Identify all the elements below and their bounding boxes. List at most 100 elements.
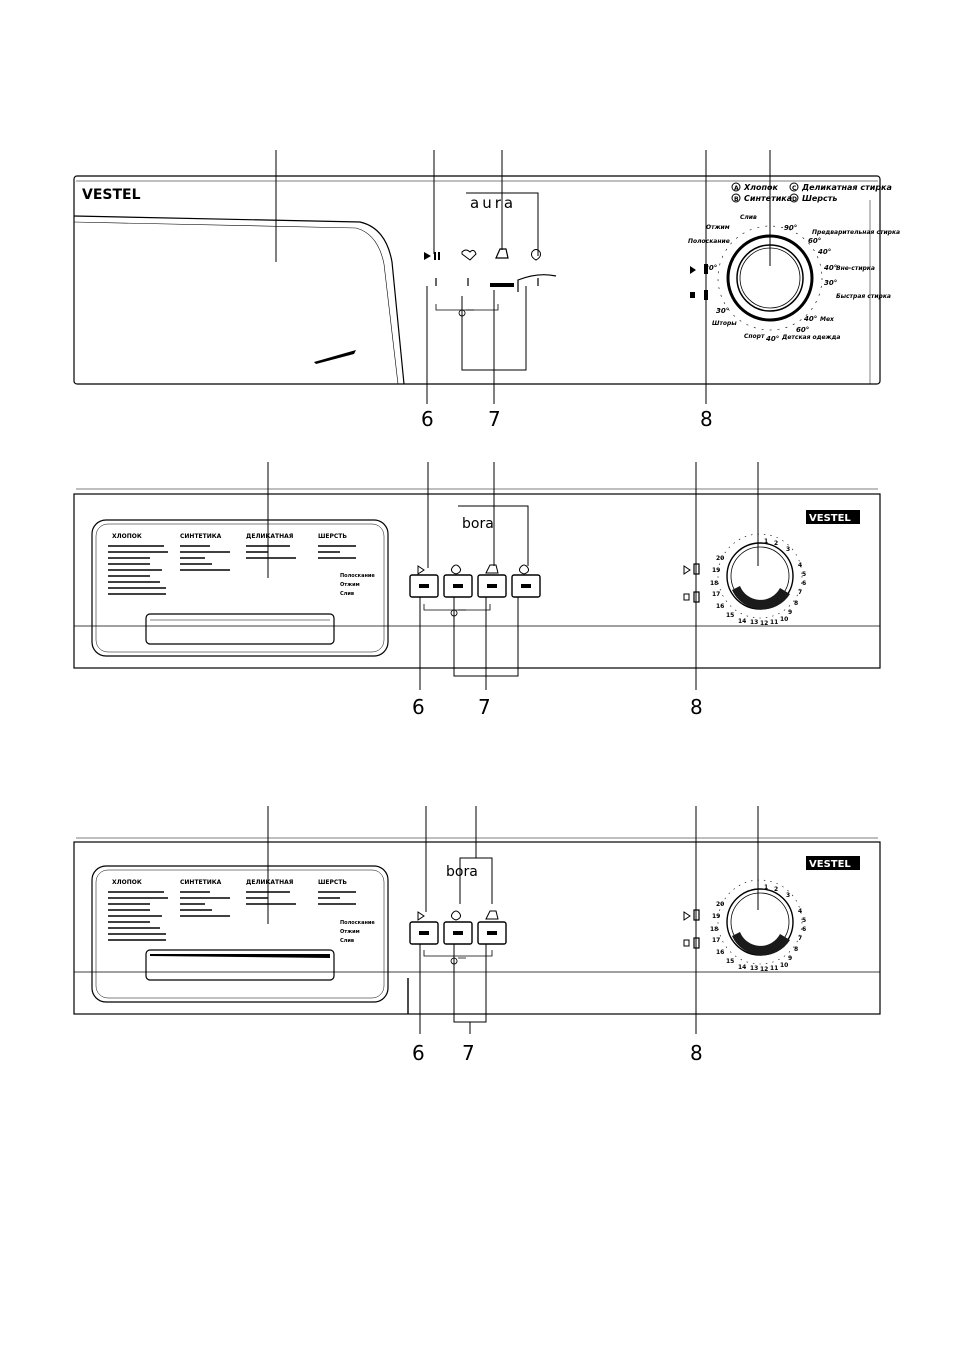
svg-text:30°: 30°: [824, 279, 837, 287]
option-button[interactable]: [477, 921, 507, 945]
indicator-lamp: [693, 563, 700, 575]
svg-text:Быстрая стирка: Быстрая стирка: [836, 293, 891, 300]
svg-text:ДЕЛИКАТНАЯ: ДЕЛИКАТНАЯ: [246, 533, 294, 540]
svg-text:18: 18: [710, 580, 718, 587]
panel-frame: [73, 493, 881, 669]
callout-6: 6: [421, 407, 434, 431]
svg-text:Хлопок: Хлопок: [743, 183, 779, 192]
svg-text:15: 15: [726, 958, 734, 965]
panel-bora-3: ХЛОПОК СИНТЕТИКА ДЕЛИКАТНАЯ ШЕРСТЬ Полос…: [73, 806, 881, 1065]
svg-text:Отжим: Отжим: [340, 929, 360, 935]
svg-text:Мех: Мех: [820, 316, 835, 323]
svg-text:3: 3: [786, 892, 790, 899]
svg-text:9: 9: [788, 609, 792, 616]
svg-text:СИНТЕТИКА: СИНТЕТИКА: [180, 533, 222, 540]
start-indicator-icon: [683, 565, 691, 575]
drawer-handle-shade: [150, 954, 330, 958]
svg-text:ДЕЛИКАТНАЯ: ДЕЛИКАТНАЯ: [246, 879, 294, 886]
indicator-lamp: [693, 591, 700, 603]
key-icon: [450, 957, 466, 965]
iron-icon: [485, 564, 499, 574]
drawer-handle[interactable]: [145, 613, 335, 645]
svg-text:16: 16: [716, 603, 724, 610]
svg-text:Предварительная стирка: Предварительная стирка: [812, 229, 900, 236]
option-button[interactable]: [443, 574, 473, 598]
svg-text:Шторы: Шторы: [712, 320, 737, 327]
start-pause-button[interactable]: [409, 921, 439, 945]
svg-text:4: 4: [798, 908, 802, 915]
program-dial[interactable]: [717, 225, 823, 331]
svg-text:Полоскание: Полоскание: [688, 238, 730, 245]
indicator-lamp: [704, 264, 708, 274]
drawer-handle[interactable]: [145, 949, 335, 981]
svg-text:ХЛОПОК: ХЛОПОК: [112, 533, 142, 540]
svg-text:40°: 40°: [766, 335, 779, 343]
display-indicator: [517, 274, 557, 292]
svg-text:Синтетика: Синтетика: [744, 194, 792, 203]
key-icon: [458, 309, 474, 317]
svg-text:15: 15: [726, 612, 734, 619]
svg-text:40°: 40°: [824, 264, 837, 272]
svg-text:19: 19: [712, 567, 720, 574]
svg-text:20: 20: [716, 901, 724, 908]
dial-numbers: 1 2 3 4 5 6 7 8 9 10 11 12 13 14 15 16 1…: [710, 884, 806, 973]
svg-text:9: 9: [788, 955, 792, 962]
start-pause-icon: [417, 565, 425, 575]
svg-text:60°: 60°: [808, 237, 821, 245]
program-table: ХЛОПОК СИНТЕТИКА ДЕЛИКАТНАЯ ШЕРСТЬ: [112, 533, 347, 540]
svg-text:11: 11: [770, 965, 778, 972]
prewash-icon: [531, 249, 541, 261]
option-button[interactable]: [443, 921, 473, 945]
program-dial[interactable]: [717, 879, 803, 965]
svg-text:5: 5: [802, 917, 806, 924]
button-icons: [417, 910, 499, 921]
svg-text:7: 7: [798, 589, 802, 596]
callout-6: 6: [412, 1041, 425, 1065]
program-dial[interactable]: [717, 533, 803, 619]
brand-badge: [806, 510, 860, 524]
svg-text:11: 11: [770, 619, 778, 626]
model-name: bora: [446, 864, 478, 880]
dial-labels: Слив Отжим Полоскание 30° 30° Шторы Спор…: [688, 214, 900, 343]
svg-text:10: 10: [780, 616, 788, 623]
svg-text:17: 17: [712, 591, 720, 598]
svg-text:6: 6: [802, 580, 806, 587]
svg-text:4: 4: [798, 562, 802, 569]
cotton-icon: [451, 910, 461, 921]
svg-text:17: 17: [712, 937, 720, 944]
start-pause-icon: [424, 252, 440, 260]
indicator-lamp: [693, 937, 700, 949]
start-pause-button[interactable]: [409, 574, 439, 598]
svg-text:Вне-стирка: Вне-стирка: [836, 265, 875, 272]
svg-text:40°: 40°: [818, 248, 831, 256]
svg-text:Детская одежда: Детская одежда: [781, 334, 840, 341]
svg-text:7: 7: [798, 935, 802, 942]
svg-text:18: 18: [710, 926, 718, 933]
svg-text:A: A: [734, 185, 739, 192]
cotton-icon: [461, 249, 477, 261]
detergent-drawer[interactable]: [91, 519, 389, 657]
option-button[interactable]: [511, 574, 541, 598]
svg-text:16: 16: [716, 949, 724, 956]
callout-6: 6: [412, 695, 425, 719]
drawer-inner: [95, 869, 385, 999]
detergent-drawer[interactable]: [91, 865, 389, 1003]
start-indicator-icon: [683, 911, 691, 921]
program-table-rows: [108, 545, 356, 595]
callout-7: 7: [462, 1041, 475, 1065]
svg-text:Полоскание: Полоскание: [340, 920, 375, 926]
svg-text:B: B: [734, 196, 739, 203]
option-button[interactable]: [490, 283, 514, 287]
brand-logo: VESTEL: [82, 187, 141, 203]
svg-text:Шерсть: Шерсть: [802, 194, 837, 203]
child-lock-bracket: [423, 950, 493, 957]
key-icon: [450, 609, 466, 617]
option-button[interactable]: [477, 574, 507, 598]
brand-logo: VESTEL: [809, 513, 851, 524]
detergent-drawer-inner: [73, 221, 399, 385]
svg-text:Слив: Слив: [340, 938, 354, 944]
svg-text:C: C: [792, 185, 797, 192]
panel-aura: VESTEL aura 6 7 8: [73, 150, 900, 431]
svg-text:2: 2: [774, 540, 778, 547]
svg-text:13: 13: [750, 965, 758, 972]
